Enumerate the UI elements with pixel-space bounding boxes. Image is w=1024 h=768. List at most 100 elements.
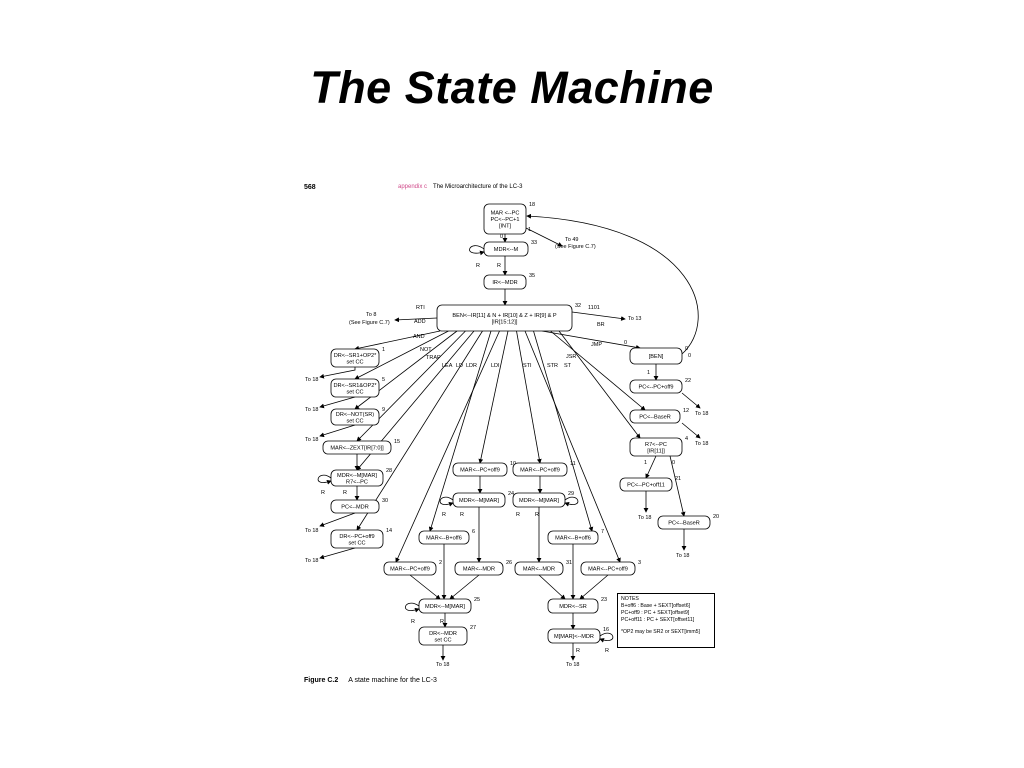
state-number: 10 — [510, 461, 516, 467]
state-text: R7<--PC — [645, 442, 667, 448]
diagram-label: R — [460, 512, 464, 518]
state-number: 22 — [685, 378, 691, 384]
state-number: 21 — [675, 476, 681, 482]
state-number: 26 — [506, 560, 512, 566]
state-text: PC<--BaseR — [668, 521, 700, 527]
diagram-label: JMP — [591, 342, 602, 348]
state-text: DR<--MDR — [429, 631, 457, 637]
diagram-label: R — [535, 512, 539, 518]
state-number: 25 — [474, 597, 480, 603]
state-31: MAR<--MDR 31 — [514, 560, 572, 576]
state-box — [322, 440, 392, 455]
state-box — [512, 462, 568, 477]
state-number: 18 — [529, 202, 535, 208]
state-number: 3 — [638, 560, 641, 566]
state-box — [454, 561, 504, 576]
transition-arrow — [538, 574, 566, 600]
diagram-label: NOT — [420, 347, 432, 353]
diagram-label: R — [476, 263, 480, 269]
diagram-label: STR — [547, 363, 558, 369]
state-box — [514, 561, 564, 576]
state-box — [330, 469, 384, 487]
diagram-label: R — [440, 619, 444, 625]
transition-arrow — [564, 496, 579, 507]
state-box — [418, 626, 468, 646]
transition-arrow — [533, 330, 594, 532]
transition-arrow — [439, 496, 454, 507]
diagram-label: 1 — [647, 370, 650, 376]
diagram-label: To 18 — [305, 407, 318, 413]
diagram-label: ST — [564, 363, 572, 369]
state-text: R7<--PC — [346, 479, 368, 485]
transition-arrow — [524, 330, 621, 563]
state-number: 31 — [566, 560, 572, 566]
state-number: 28 — [386, 468, 392, 474]
state-text: set CC — [346, 418, 363, 424]
state-number: 14 — [386, 528, 392, 534]
diagram-label: To 18 — [305, 437, 318, 443]
state-text: MAR<--PC+off9 — [520, 468, 560, 474]
state-box — [629, 347, 683, 365]
transition-arrow — [579, 574, 609, 600]
state-text: MAR<--MDR — [523, 567, 555, 573]
diagram-label: 0 — [688, 353, 691, 359]
state-text: DR<--PC+off9 — [339, 534, 374, 540]
diagram-label: ADD — [414, 319, 426, 325]
state-text: [BEN] — [649, 354, 664, 360]
transition-arrow — [354, 330, 449, 380]
state-box — [330, 348, 380, 368]
state-1: DR<--SR1+OP2*set CC1 — [330, 347, 385, 368]
diagram-label: 1 — [528, 227, 531, 233]
transition-arrow — [571, 311, 626, 321]
state-15: MAR<--ZEXT[IR[7:0]]15 — [322, 439, 400, 455]
transition-arrow — [541, 330, 641, 350]
state-text: MDR<--M[MAR] — [425, 604, 465, 610]
state-number: 12 — [683, 408, 689, 414]
state-text: MAR<--MDR — [463, 567, 495, 573]
state-box — [657, 515, 711, 530]
state-box — [418, 598, 472, 614]
state-number: 29 — [568, 491, 574, 497]
notes-line: *OP2 may be SR2 or SEXT[imm5] — [621, 629, 700, 635]
state-0: [BEN] 0 — [629, 346, 688, 365]
transition-arrow — [681, 422, 701, 439]
transition-arrow — [599, 632, 614, 643]
state-text: DR<--NOT(SR) — [336, 412, 375, 418]
state-text: MDR<--M[MAR] — [459, 498, 499, 504]
header-title: The Microarchitecture of the LC-3 — [433, 184, 523, 190]
state-text: set CC — [346, 359, 363, 365]
appendix-label: appendix c — [398, 184, 428, 190]
state-text: [INT] — [499, 224, 512, 230]
state-box — [629, 437, 683, 457]
state-number: 24 — [508, 491, 514, 497]
transition-arrow — [669, 455, 686, 517]
transition-arrow — [317, 474, 332, 485]
state-text: BEN<--IR[11] & N + IR[10] & Z + IR[9] & … — [452, 313, 556, 319]
state-box — [547, 530, 599, 545]
transition-arrow — [319, 367, 356, 379]
diagram-label: 0 — [500, 234, 503, 240]
transition-arrow — [516, 330, 542, 464]
state-box — [483, 241, 529, 257]
state-box — [330, 408, 380, 426]
diagram-label: To 13 — [628, 316, 641, 322]
diagram-label: R — [516, 512, 520, 518]
state-box — [629, 379, 683, 394]
state-number: 0 — [685, 346, 688, 352]
diagram-label: LDR — [466, 363, 477, 369]
state-box — [330, 499, 380, 514]
state-text: set CC — [434, 637, 451, 643]
state-text: MDR<--M[MAR] — [519, 498, 559, 504]
diagram-label: AND — [413, 334, 425, 340]
diagram-label: To 18 — [676, 553, 689, 559]
transition-arrow — [478, 330, 509, 464]
state-number: 9 — [382, 407, 385, 413]
state-number: 6 — [472, 529, 475, 535]
transition-arrow — [645, 455, 657, 479]
page-header: appendix c The Microarchitecture of the L… — [398, 184, 522, 190]
diagram-label: 0 — [624, 340, 627, 346]
